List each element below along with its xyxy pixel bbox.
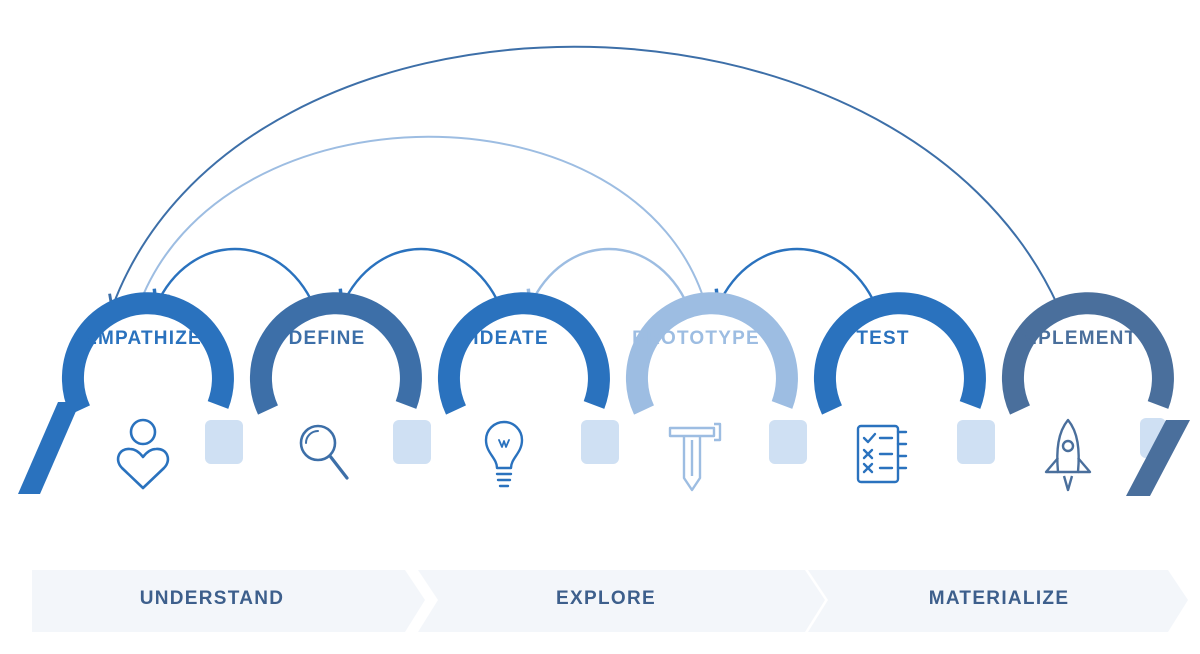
rocket-icon [1044,418,1092,492]
arrow-define-to-empathize [152,247,316,310]
stage-label-define: DEFINE [288,328,366,349]
stage-label-empathize: EMPATHIZE [84,328,202,349]
lightbulb-icon [484,420,524,488]
arrow-prototype-to-ideate [526,247,690,310]
phase-chevron-understand [32,570,425,632]
tail-implement-end [1126,420,1190,496]
arrow-test-to-prototype [714,247,878,310]
ring-empathize [62,292,234,415]
stage-rings [62,292,1174,415]
ring-test [814,292,986,415]
hammer-pencil-icon [668,422,722,492]
connector [957,420,995,464]
stage-label-prototype: PROTOTYPE [632,328,760,349]
ring-ideate [438,292,610,415]
phase-label-understand: UNDERSTAND [139,588,285,609]
tail-empathize [18,402,80,494]
stage-label-implement: IMPLEMENT [1014,328,1138,349]
feedback-arrows [108,45,1059,311]
checklist-icon [856,424,908,484]
connector [581,420,619,464]
ring-implement [1002,292,1174,415]
ring-define [250,292,422,415]
ring-prototype [626,292,798,415]
stage-label-test: TEST [856,328,910,349]
person-heart-icon [116,418,170,490]
stage-label-ideate: IDEATE [473,328,549,349]
connector [205,420,243,464]
phase-band [32,570,1188,632]
arrow-implement-to-empathize [108,45,1059,311]
arrow-ideate-to-define [338,247,502,310]
phase-chevron-explore [418,570,825,632]
arrow-prototype-to-empathize [134,135,707,311]
magnifier-icon [299,424,349,480]
ring-tails [18,402,1190,496]
phase-label-materialize: MATERIALIZE [928,588,1070,609]
ring-connectors [205,418,1166,464]
phase-chevron-materialize [808,570,1188,632]
connector [769,420,807,464]
phase-label-explore: EXPLORE [556,588,656,609]
connector [393,420,431,464]
